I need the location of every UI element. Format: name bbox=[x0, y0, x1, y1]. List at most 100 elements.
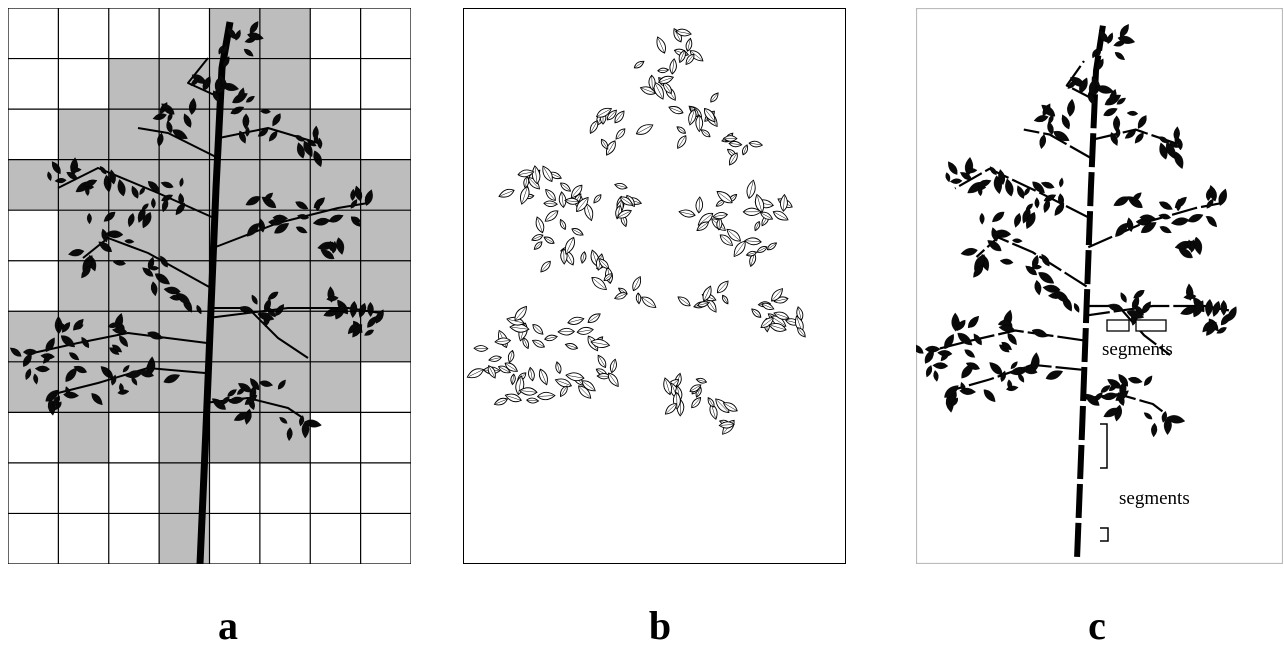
panel-label-c: c bbox=[1067, 606, 1127, 646]
leaf bbox=[992, 212, 1004, 222]
leaf bbox=[1055, 203, 1064, 216]
occupied-cell bbox=[260, 362, 310, 413]
leaf bbox=[1171, 218, 1189, 226]
segment-bracket-2 bbox=[1100, 528, 1108, 541]
panel-c-figure: segments segments bbox=[916, 8, 1283, 564]
leaf bbox=[980, 213, 985, 224]
leaf bbox=[1024, 188, 1029, 196]
leaf bbox=[965, 350, 975, 358]
leaf bbox=[1209, 185, 1216, 201]
leaf bbox=[1035, 280, 1042, 295]
panel-c-segmented-tree: segments segments bbox=[916, 8, 1283, 564]
leaf bbox=[1047, 121, 1053, 134]
segments-label-upper: segments bbox=[1102, 339, 1173, 360]
leaf bbox=[990, 362, 1003, 374]
leaf bbox=[961, 248, 978, 255]
occupied-cell bbox=[58, 210, 108, 261]
leaf bbox=[1120, 24, 1129, 37]
occupied-cell bbox=[159, 311, 209, 362]
panel-label-a: a bbox=[198, 606, 258, 646]
leaf bbox=[1014, 213, 1021, 227]
leaf bbox=[1053, 131, 1069, 141]
occupied-cell bbox=[210, 311, 260, 362]
segments-label-lower: segments bbox=[1119, 488, 1190, 509]
leaf bbox=[1115, 223, 1127, 237]
leaf bbox=[988, 240, 1002, 251]
leaf bbox=[1213, 301, 1220, 316]
leaf bbox=[960, 388, 976, 395]
leaf bbox=[934, 370, 939, 381]
leaf bbox=[1067, 99, 1074, 116]
leaf bbox=[1104, 108, 1118, 116]
panel-a-figure bbox=[8, 8, 411, 564]
segment-box-2 bbox=[1136, 320, 1166, 331]
leaf bbox=[977, 180, 991, 187]
leaf bbox=[1108, 304, 1124, 311]
leaf bbox=[1142, 302, 1151, 314]
leaf bbox=[1044, 199, 1050, 212]
leaf bbox=[1039, 272, 1054, 283]
leaf bbox=[1221, 300, 1227, 315]
leaf bbox=[974, 334, 982, 345]
leaf bbox=[1144, 413, 1152, 420]
leaf bbox=[1040, 135, 1046, 149]
leaf bbox=[1096, 86, 1114, 94]
occupied-cell bbox=[361, 261, 411, 312]
leaf bbox=[1034, 115, 1048, 122]
leaf bbox=[1132, 193, 1141, 202]
leaf-outlines bbox=[467, 29, 805, 435]
leaf bbox=[1135, 133, 1144, 143]
leaf bbox=[1194, 237, 1202, 255]
leaf bbox=[1121, 293, 1127, 303]
occupied-cell bbox=[58, 412, 108, 463]
leaf bbox=[1054, 291, 1069, 302]
leaf bbox=[1128, 377, 1142, 383]
occupied-cell bbox=[260, 8, 310, 59]
trunk bbox=[1077, 26, 1103, 557]
leaf bbox=[1151, 423, 1157, 437]
leaf bbox=[948, 162, 957, 175]
leaf bbox=[1188, 214, 1203, 222]
leaf bbox=[1175, 152, 1184, 169]
leaf bbox=[1074, 303, 1079, 312]
occupied-cell bbox=[361, 210, 411, 261]
segmented-tree-silhouette bbox=[916, 24, 1236, 557]
leaf bbox=[984, 390, 995, 402]
leaf bbox=[925, 350, 934, 364]
leaf bbox=[1041, 182, 1054, 189]
leaf bbox=[1005, 179, 1013, 197]
segment-box-1 bbox=[1107, 320, 1129, 331]
leaf bbox=[926, 365, 932, 377]
leaf bbox=[1159, 202, 1172, 210]
panel-label-b: b bbox=[630, 606, 690, 646]
leaf bbox=[1012, 239, 1022, 243]
leaf bbox=[1032, 329, 1048, 337]
panel-c-border bbox=[917, 9, 1283, 564]
occupied-cell bbox=[159, 210, 209, 261]
leaf bbox=[1219, 189, 1227, 206]
leaf bbox=[1062, 115, 1070, 129]
leaf bbox=[990, 167, 996, 175]
segment-annotations: segments segments bbox=[1100, 320, 1190, 541]
occupied-cell bbox=[210, 261, 260, 312]
leaf bbox=[1046, 371, 1063, 380]
occupied-cell bbox=[361, 311, 411, 362]
leaf bbox=[1102, 393, 1119, 400]
leaf bbox=[1008, 333, 1017, 345]
leaf bbox=[1206, 216, 1215, 221]
leaf bbox=[1205, 299, 1212, 316]
leaf bbox=[946, 173, 950, 183]
panel-b-leaf-outlines bbox=[463, 8, 846, 564]
leaf bbox=[1144, 376, 1152, 386]
leaf bbox=[944, 334, 953, 349]
leaf bbox=[1134, 290, 1145, 298]
occupied-cell bbox=[310, 362, 360, 413]
occupied-cell bbox=[109, 59, 159, 110]
leaf bbox=[1042, 254, 1050, 266]
leaf bbox=[1116, 391, 1129, 401]
leaf bbox=[916, 345, 923, 354]
leaf bbox=[1035, 198, 1040, 209]
leaf bbox=[1138, 115, 1147, 128]
occupied-cell bbox=[260, 59, 310, 110]
occupied-cell bbox=[8, 160, 58, 211]
